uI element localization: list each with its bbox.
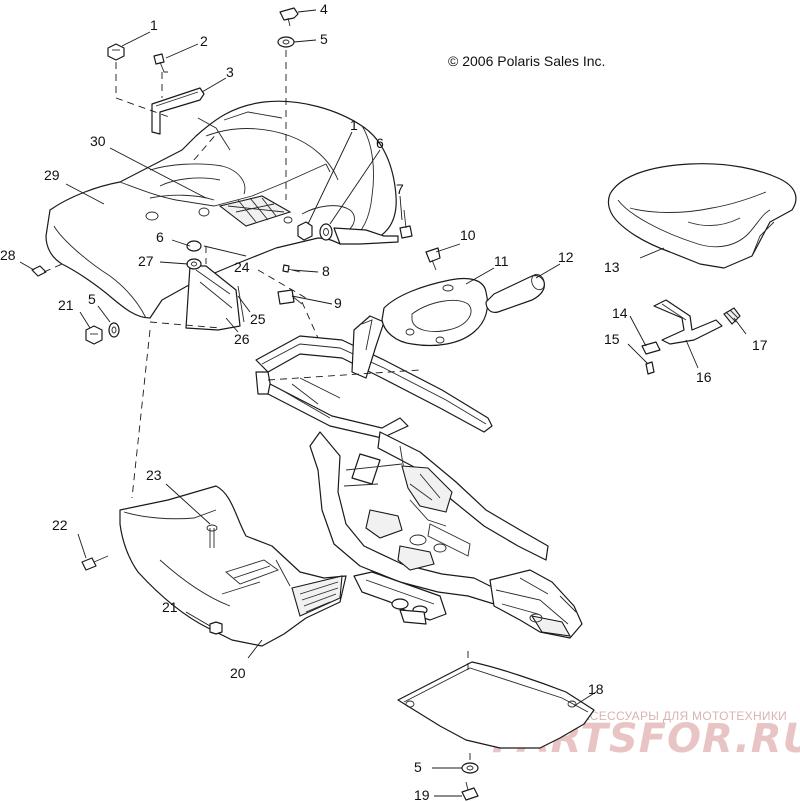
callout-11: 11 [494, 253, 509, 269]
callout-8: 8 [322, 263, 330, 279]
callout-6-right: 6 [376, 135, 384, 151]
callout-26: 26 [234, 331, 250, 347]
callout-21-left: 21 [58, 297, 74, 313]
callout-5-left: 5 [88, 291, 96, 307]
callout-28: 28 [0, 247, 16, 263]
leader-lines [19, 9, 747, 797]
callout-12: 12 [558, 249, 574, 265]
lower-fender-guard [119, 485, 347, 647]
callout-3: 3 [226, 64, 234, 80]
callout-30: 30 [90, 133, 106, 149]
callout-13: 13 [604, 259, 620, 275]
heat-shield [381, 277, 489, 347]
callout-21-lower: 21 [162, 599, 178, 615]
seat-latch [641, 299, 741, 375]
callout-numbers: 1 2 3 4 5 30 1 6 7 29 28 6 27 24 8 9 10 … [0, 1, 768, 802]
callout-29: 29 [44, 167, 60, 183]
callout-19: 19 [414, 787, 430, 802]
callout-15: 15 [604, 331, 620, 347]
callout-22: 22 [52, 517, 68, 533]
callout-1-nut: 1 [150, 17, 158, 33]
callout-7: 7 [396, 181, 404, 197]
copyright-notice: © 2006 Polaris Sales Inc. [448, 53, 605, 69]
callout-4: 4 [320, 1, 328, 17]
callout-6-left: 6 [156, 229, 164, 245]
callout-2: 2 [200, 33, 208, 49]
rear-fender-rack [45, 100, 399, 331]
callout-1-right: 1 [350, 117, 358, 133]
callout-5-bottom: 5 [414, 759, 422, 775]
callout-17: 17 [752, 337, 768, 353]
callout-18: 18 [588, 681, 604, 697]
callout-10: 10 [460, 227, 476, 243]
callout-20: 20 [230, 665, 246, 681]
callout-9: 9 [334, 295, 342, 311]
skid-plate [397, 661, 595, 749]
callout-14: 14 [612, 305, 628, 321]
callout-16: 16 [696, 369, 712, 385]
callout-25: 25 [250, 311, 266, 327]
chassis-frame [255, 315, 583, 639]
exhaust-sleeve [485, 273, 545, 313]
callout-23: 23 [146, 467, 162, 483]
assembly-lines [43, 50, 471, 760]
callout-27: 27 [138, 253, 154, 269]
callout-24: 24 [234, 259, 250, 275]
hardware [31, 7, 479, 801]
seat [607, 163, 797, 269]
callout-5-top: 5 [320, 31, 328, 47]
